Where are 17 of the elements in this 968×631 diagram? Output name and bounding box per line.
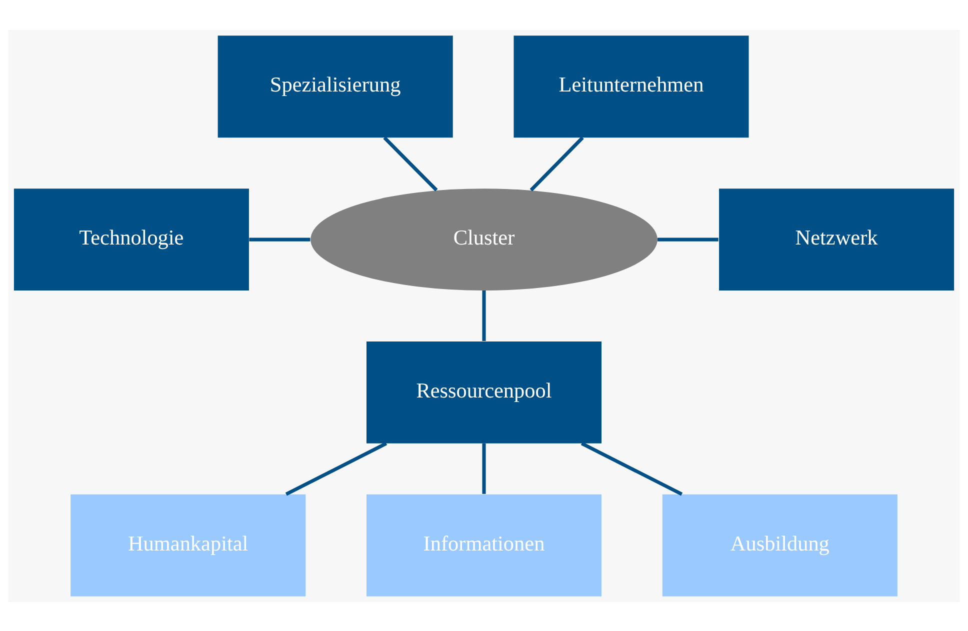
- node-box: Humankapital: [70, 494, 306, 596]
- node-box: Informationen: [366, 494, 602, 596]
- connector: [658, 237, 718, 241]
- connector: [530, 136, 584, 191]
- node-box: Ausbildung: [662, 494, 898, 596]
- node-box: Ressourcenpool: [366, 340, 602, 443]
- node-ellipse: Cluster: [310, 188, 658, 290]
- connector: [249, 237, 310, 241]
- connector: [482, 290, 486, 341]
- connector: [285, 441, 388, 496]
- connector: [580, 441, 683, 496]
- node-box: Netzwerk: [719, 188, 954, 290]
- node-box: Leitunternehmen: [514, 35, 749, 138]
- connector: [383, 136, 438, 191]
- connector: [482, 442, 486, 494]
- node-box: Spezialisierung: [218, 35, 453, 138]
- node-box: Technologie: [14, 188, 249, 290]
